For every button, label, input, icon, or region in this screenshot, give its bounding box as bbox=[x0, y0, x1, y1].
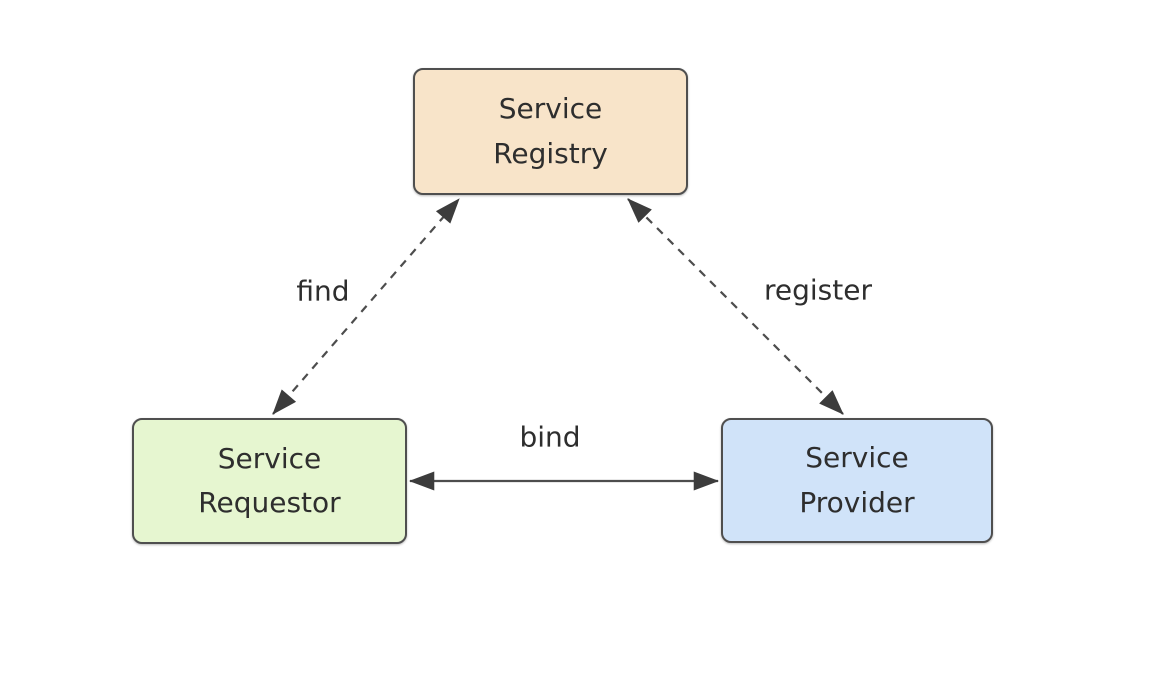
edge-label-find: find bbox=[296, 274, 350, 308]
node-service-requestor: Service Requestor bbox=[132, 418, 407, 544]
edge-find-line bbox=[272, 198, 460, 415]
edge-register-line bbox=[627, 198, 844, 415]
node-service-provider: Service Provider bbox=[721, 418, 993, 543]
edge-label-bind: bind bbox=[519, 420, 581, 454]
node-service-registry: Service Registry bbox=[413, 68, 688, 195]
edge-label-register: register bbox=[764, 273, 872, 307]
